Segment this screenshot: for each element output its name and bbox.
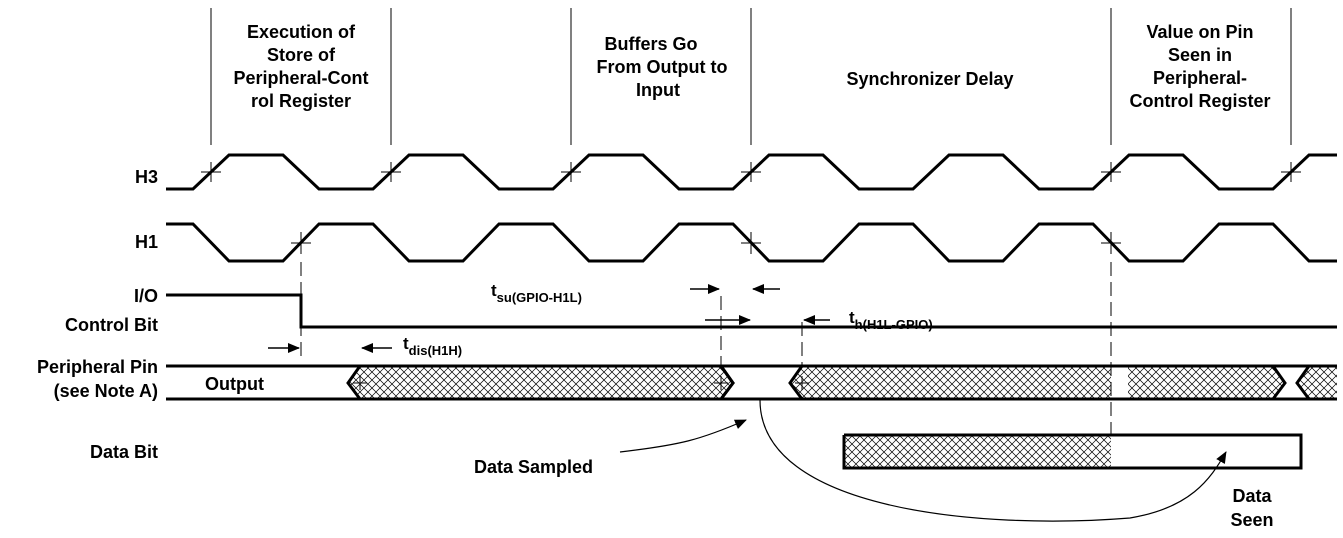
annotation-curves	[619, 399, 1227, 522]
timing-th-label: th(H1L-GPIO)	[849, 308, 933, 332]
bus-output-label: Output	[205, 374, 264, 394]
header-value-line: Peripheral-	[1153, 68, 1247, 88]
bus-hatched-region	[1128, 366, 1285, 399]
signal-label-h1: H1	[135, 232, 158, 252]
header-buffers-line: Buffers Go	[604, 34, 697, 54]
peripheral-pin-bus	[166, 364, 1337, 401]
signal-label-h3: H3	[135, 167, 158, 187]
header-execution-line: rol Register	[251, 91, 351, 111]
h3-crossing-ticks	[201, 162, 1301, 182]
bus-crossing-ticks	[353, 376, 809, 390]
header-execution-line: Peripheral-Cont	[233, 68, 368, 88]
header-buffers: Buffers Go From Output to Input	[597, 34, 728, 100]
bus-hatched-region	[1297, 366, 1337, 399]
header-value-line: Control Register	[1129, 91, 1270, 111]
header-value-line: Value on Pin	[1146, 22, 1253, 42]
h1-crossing-ticks	[291, 232, 1121, 254]
signal-label-see-note: (see Note A)	[54, 381, 158, 401]
signal-label-peripheral-pin: Peripheral Pin	[37, 357, 158, 377]
data-sampled-label: Data Sampled	[474, 457, 593, 477]
signal-label-control-bit: Control Bit	[65, 315, 158, 335]
bus-hatched-region	[790, 366, 1111, 399]
header-execution: Execution of Store of Peripheral-Cont ro…	[233, 22, 368, 111]
dashed-reference-lines	[300, 262, 1112, 435]
bus-hatched-region	[348, 366, 733, 399]
timing-arrows	[268, 284, 830, 353]
header-synchronizer-delay: Synchronizer Delay	[846, 69, 1013, 89]
signal-label-io: I/O	[134, 286, 158, 306]
header-execution-line: Execution of	[247, 22, 356, 42]
header-value-line: Seen in	[1168, 45, 1232, 65]
timing-tdis-label: tdis(H1H)	[403, 334, 462, 358]
data-bit-bar	[842, 433, 1303, 470]
data-seen-label: Data	[1232, 486, 1272, 506]
data-seen-label: Seen	[1230, 510, 1273, 530]
header-buffers-line: Input	[636, 80, 680, 100]
header-execution-line: Store of	[267, 45, 336, 65]
timing-tsu-label: tsu(GPIO-H1L)	[491, 281, 582, 305]
header-dividers	[210, 8, 1292, 145]
io-control-bit-waveform	[166, 293, 1337, 329]
header-value-on-pin: Value on Pin Seen in Peripheral- Control…	[1129, 22, 1270, 111]
signal-label-data-bit: Data Bit	[90, 442, 158, 462]
header-buffers-line: From Output to	[597, 57, 728, 77]
